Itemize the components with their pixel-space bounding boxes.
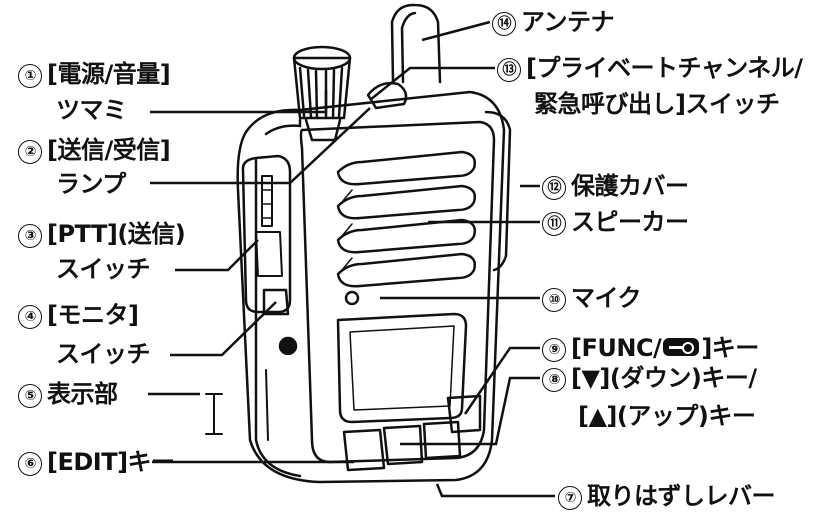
callout-1b: ツマミ [56, 98, 127, 122]
monitor-switch-label: スイッチ [56, 340, 151, 368]
down-key-label: [▼](ダウン)キー/ [571, 364, 757, 392]
up-key-label: [▲](アップ)キー [578, 402, 756, 430]
private-switch-drawing [366, 81, 408, 110]
tx-rx-label: [送信/受信] [47, 136, 171, 164]
antenna-label: アンテナ [521, 8, 615, 36]
callout-number-1: ① [18, 64, 42, 88]
microphone-label: マイク [571, 284, 642, 312]
callout-number-4: ④ [18, 305, 42, 329]
callout-number-11: ⑪ [542, 212, 566, 236]
callout-number-13: ⑬ [497, 58, 521, 82]
callout-number-7: ⑦ [558, 486, 582, 510]
callout-8: ⑧[▼](ダウン)キー/ [542, 366, 757, 392]
func-key-label: [FUNC/ [571, 334, 662, 362]
display-label: 表示部 [47, 380, 118, 408]
knob-label: ツマミ [56, 96, 127, 124]
edit-key-label: [EDIT]キー [47, 448, 175, 476]
callout-6: ⑥[EDIT]キー [18, 450, 175, 476]
emergency-switch-label: 緊急呼び出し]スイッチ [534, 90, 780, 118]
protective-cover-label: 保護カバー [571, 172, 689, 200]
antenna-drawing [390, 3, 442, 84]
callout-number-3: ③ [18, 224, 42, 248]
callout-8b: [▲](アップ)キー [578, 402, 756, 430]
speaker-grille-drawing [336, 150, 476, 306]
callout-number-14: ⑭ [492, 12, 516, 36]
key-icon [663, 338, 700, 356]
ptt-switch-label: スイッチ [56, 255, 151, 283]
callout-2b: ランプ [56, 172, 126, 196]
callout-number-8: ⑧ [542, 368, 566, 392]
callout-2: ②[送信/受信] [18, 136, 171, 164]
callout-number-6: ⑥ [18, 452, 42, 476]
speaker-label: スピーカー [571, 208, 689, 236]
callout-3: ③[PTT](送信) [18, 220, 186, 248]
callout-number-12: ⑫ [542, 176, 566, 200]
leader-lines [148, 20, 555, 498]
callout-3b: スイッチ [56, 255, 151, 283]
radio-body-drawing [236, 90, 512, 484]
callout-number-10: ⑩ [542, 288, 566, 312]
func-key-label-end: ]キー [701, 334, 759, 362]
callout-number-2: ② [18, 140, 42, 164]
monitor-label: [モニタ] [47, 301, 139, 329]
private-channel-label: [プライベートチャンネル/ [526, 54, 803, 82]
callout-number-5: ⑤ [18, 384, 42, 408]
callout-number-9: ⑨ [542, 338, 566, 362]
release-lever-label: 取りはずしレバー [587, 482, 776, 510]
display-drawing [336, 312, 468, 424]
power-volume-knob-label: [電源/音量] [47, 60, 171, 88]
callout-4: ④[モニタ] [18, 301, 139, 329]
callout-13b: 緊急呼び出し]スイッチ [534, 90, 780, 118]
lamp-label: ランプ [56, 170, 126, 198]
keys-drawing [342, 394, 482, 472]
callout-9: ⑨[FUNC/ ]キー [542, 336, 759, 362]
callout-13: ⑬[プライベートチャンネル/ [497, 56, 803, 82]
callout-1: ①[電源/音量] [18, 60, 171, 88]
ptt-label: [PTT](送信) [47, 220, 186, 248]
knob-drawing [292, 45, 352, 142]
callout-4b: スイッチ [56, 340, 151, 368]
